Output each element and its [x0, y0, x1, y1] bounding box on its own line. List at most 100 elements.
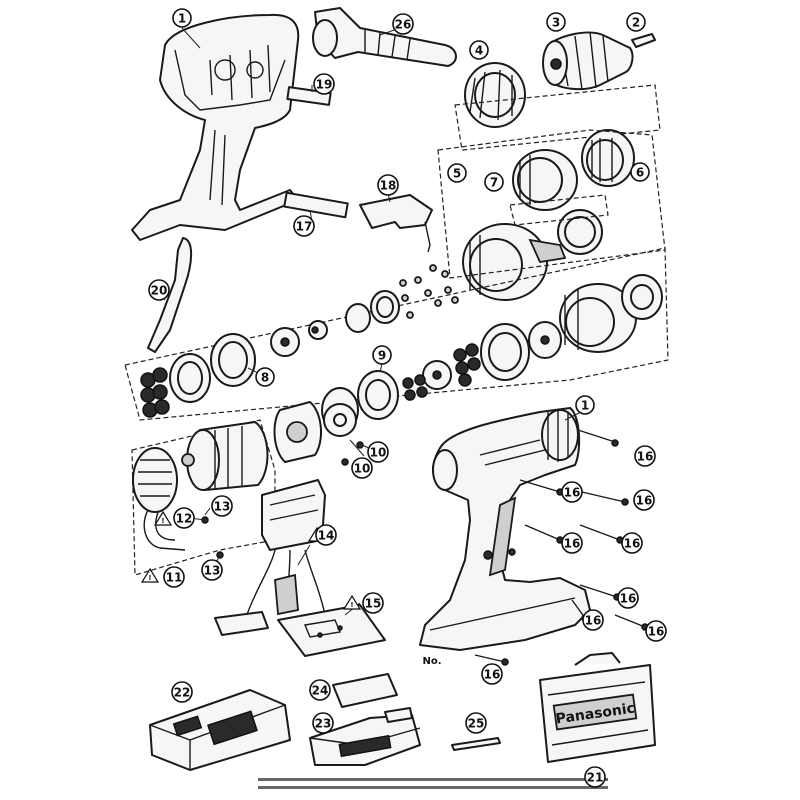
- callout-circle: [362, 592, 384, 614]
- callout-number: 16: [484, 668, 501, 682]
- callout-circle: [173, 507, 195, 529]
- callout-c19: 19: [313, 73, 335, 95]
- callout-circle: [201, 559, 223, 581]
- callout-number: 11: [166, 571, 183, 585]
- callout-circle: [172, 8, 192, 28]
- group-box-gear-case: [437, 129, 666, 279]
- callout-c13b: 13: [201, 559, 223, 581]
- warning-icon: [153, 510, 173, 526]
- callout-c16h: 16: [645, 620, 667, 642]
- callout-number: 4: [475, 44, 483, 58]
- callout-number: 24: [312, 684, 329, 698]
- bit-25: [451, 737, 501, 751]
- callout-c16g: 16: [582, 609, 604, 631]
- strap-20: [147, 237, 193, 353]
- callout-number: 2: [632, 16, 640, 30]
- warning-icon-glyph: !: [161, 517, 164, 525]
- callout-c24: 24: [309, 679, 331, 701]
- callout-number: 13: [204, 564, 221, 578]
- callout-circle: [484, 172, 504, 192]
- callout-circle: [645, 620, 667, 642]
- callout-number: 21: [587, 771, 604, 785]
- gear-case-assembly: [462, 129, 635, 301]
- callout-circle: [309, 679, 331, 701]
- callout-number: 8: [261, 371, 269, 385]
- callout-c12: 12: [173, 507, 195, 529]
- warning-icon: [342, 594, 362, 610]
- callout-number: 16: [620, 592, 637, 606]
- carrying-case-21: Panasonic: [539, 652, 656, 763]
- chuck-assembly: [464, 31, 656, 128]
- callout-c4: 4: [469, 40, 489, 60]
- callout-c18: 18: [377, 174, 399, 196]
- callout-c13a: 13: [211, 495, 233, 517]
- callout-number: 1: [581, 399, 589, 413]
- group-box-chuck: [454, 84, 661, 151]
- callout-c21: 21: [584, 766, 606, 788]
- plate-17: [283, 191, 349, 219]
- callout-number: 10: [370, 446, 387, 460]
- callout-c8: 8: [255, 367, 275, 387]
- callout-circle: [575, 395, 595, 415]
- callout-c3: 3: [546, 12, 566, 32]
- group-box-planetary: [124, 247, 669, 421]
- callout-number: 23: [315, 717, 332, 731]
- callout-circle: [621, 532, 643, 554]
- callout-number: 22: [174, 686, 191, 700]
- callout-number: 5: [453, 167, 461, 181]
- callout-c10a: 10: [367, 441, 389, 463]
- callout-c16i: 16: [481, 663, 503, 685]
- callout-circle: [626, 12, 646, 32]
- callout-circle: [367, 441, 389, 463]
- planetary-gears: [140, 264, 663, 433]
- callout-circle: [392, 13, 414, 35]
- callout-c22: 22: [171, 681, 193, 703]
- callout-number: 16: [637, 450, 654, 464]
- callout-c15: 15: [362, 592, 384, 614]
- callout-number: 13: [214, 500, 231, 514]
- callout-c5: 5: [447, 163, 467, 183]
- warning-icon: [140, 567, 160, 583]
- callout-circle: [630, 162, 650, 182]
- charger-22: [149, 689, 291, 771]
- battery-23: [309, 707, 421, 766]
- callout-circle: [582, 609, 604, 631]
- assembled-drill-body: [419, 407, 591, 651]
- callout-c16c: 16: [633, 489, 655, 511]
- callout-c16b: 16: [561, 481, 583, 503]
- nameplate-label: No.: [422, 656, 441, 667]
- callout-number: 14: [318, 529, 335, 543]
- housing-half-left: [131, 13, 300, 241]
- callout-number: 7: [490, 176, 498, 190]
- callout-c9: 9: [372, 345, 392, 365]
- callout-c25: 25: [465, 712, 487, 734]
- callout-number: 12: [176, 512, 193, 526]
- callout-number: 19: [316, 78, 333, 92]
- switch-and-wiring: [214, 479, 386, 657]
- callout-number: 16: [585, 614, 602, 628]
- callout-circle: [561, 481, 583, 503]
- callout-c1b: 1: [575, 395, 595, 415]
- callout-c1: 1: [172, 8, 192, 28]
- callout-number: 16: [624, 537, 641, 551]
- callout-circle: [447, 163, 467, 183]
- callout-number: 16: [636, 494, 653, 508]
- callout-circle: [293, 215, 315, 237]
- callout-number: 17: [296, 220, 313, 234]
- callout-c26: 26: [392, 13, 414, 35]
- callout-number: 25: [468, 717, 485, 731]
- warning-icon-glyph: !: [148, 574, 151, 582]
- callout-circle: [163, 566, 185, 588]
- callout-circle: [546, 12, 566, 32]
- callout-number: 10: [354, 462, 371, 476]
- callout-circle: [148, 279, 170, 301]
- callout-c16e: 16: [621, 532, 643, 554]
- callout-c16a: 16: [634, 445, 656, 467]
- motor-assembly: [132, 401, 364, 559]
- callout-c23: 23: [312, 712, 334, 734]
- callout-number: 18: [380, 179, 397, 193]
- callout-c16f: 16: [617, 587, 639, 609]
- callout-circle: [465, 712, 487, 734]
